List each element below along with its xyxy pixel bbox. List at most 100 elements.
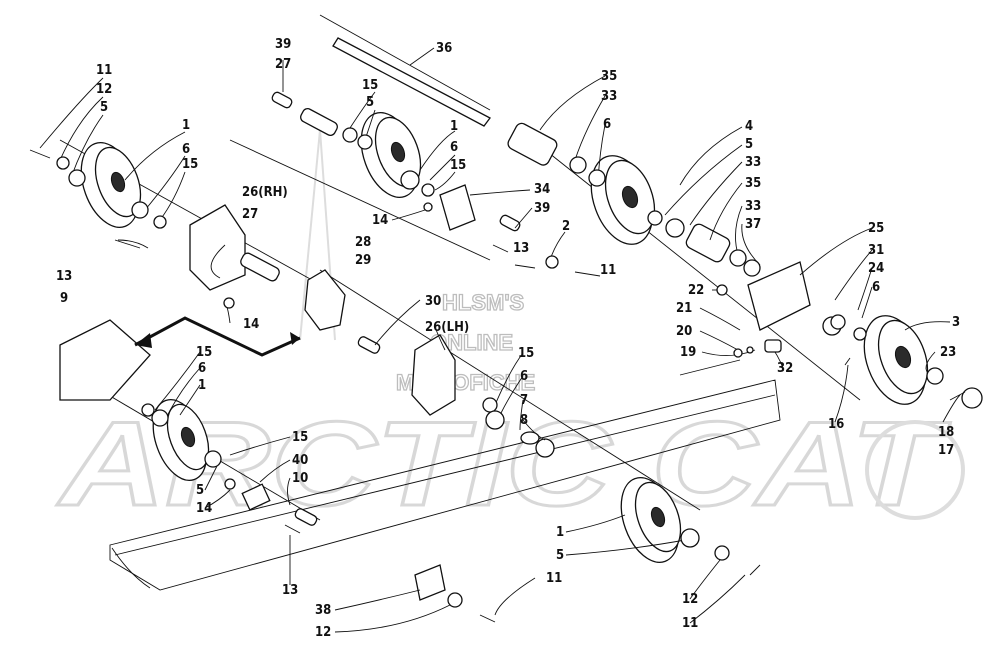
block-40 (241, 483, 271, 511)
callout-label: 33 (601, 89, 617, 104)
spacer-30 (357, 336, 381, 354)
bracket-28 (304, 269, 346, 331)
callout-label: 29 (355, 253, 371, 268)
callout-label: 2 (562, 219, 570, 234)
callout-label: 33 (745, 155, 761, 170)
callout-label: 15 (362, 78, 378, 93)
callout-label: 15 (182, 157, 198, 172)
callout-label: 40 (292, 453, 308, 468)
callout-label: 12 (682, 592, 698, 607)
callout-label: 15 (196, 345, 212, 360)
spacer-35a (507, 122, 558, 166)
callout-label: 13 (513, 241, 529, 256)
callout-label: 18 (938, 425, 954, 440)
slide-rail (109, 379, 781, 591)
callout-label: 5 (745, 137, 753, 152)
callout-label: 34 (534, 182, 550, 197)
callout-label: 15 (518, 346, 534, 361)
callout-label: 39 (534, 201, 550, 216)
callout-label: 26(RH) (242, 185, 288, 200)
callout-label: 7 (520, 393, 528, 408)
callout-label: 14 (196, 501, 212, 516)
bracket-9 (59, 319, 151, 401)
reference-arrow (134, 316, 301, 357)
callout-label: 1 (198, 378, 206, 393)
callout-label: 10 (292, 471, 308, 486)
callout-label: 28 (355, 235, 371, 250)
callout-label: 22 (688, 283, 704, 298)
idler-wheel-rear (863, 315, 929, 405)
watermark-line1: HLSM'S (442, 290, 524, 315)
bearing-8 (535, 438, 555, 458)
callout-label: 11 (682, 616, 698, 631)
callout-label: 1 (182, 118, 190, 133)
callout-label: 6 (603, 117, 611, 132)
callout-label: 1 (556, 525, 564, 540)
block-34 (439, 184, 476, 231)
callout-label: 30 (425, 294, 441, 309)
callout-label: 35 (745, 176, 761, 191)
callout-label: 12 (315, 625, 331, 640)
callout-label: 6 (198, 361, 206, 376)
spacer-39a (271, 91, 293, 109)
callout-label: 11 (600, 263, 616, 278)
callout-label: 13 (56, 269, 72, 284)
callout-label: 37 (745, 217, 761, 232)
callout-labels: 11 12 5 1 6 15 26(RH) 27 13 9 14 39 27 1… (56, 37, 960, 640)
callout-label: 8 (520, 413, 528, 428)
callout-label: 6 (182, 142, 190, 157)
callout-label: 16 (828, 417, 844, 432)
idler-wheel-upper-right (590, 155, 656, 245)
pivot-arm-26rh (189, 204, 246, 291)
callout-label: 12 (96, 82, 112, 97)
spacer-27a (240, 252, 280, 282)
callout-label: 21 (676, 301, 692, 316)
callout-label: 14 (243, 317, 259, 332)
callout-label: 5 (556, 548, 564, 563)
hardware (29, 127, 983, 623)
callout-label: 26(LH) (425, 320, 469, 335)
callout-label: 38 (315, 603, 331, 618)
pivot-arm-26lh (411, 334, 456, 416)
spacer-27b (300, 108, 338, 136)
axle-shaft-36 (332, 37, 491, 127)
callout-label: 1 (450, 119, 458, 134)
callout-label: 19 (680, 345, 696, 360)
callout-label: 5 (366, 95, 374, 110)
callout-label: 15 (292, 430, 308, 445)
callout-label: 11 (546, 571, 562, 586)
callout-label: 35 (601, 69, 617, 84)
callout-label: 31 (868, 243, 884, 258)
callout-label: 24 (868, 261, 884, 276)
idler-wheel-upper-left (80, 142, 142, 228)
callout-label: 23 (940, 345, 956, 360)
callout-label: 27 (242, 207, 258, 222)
idler-wheel-upper-center (360, 112, 422, 198)
spacer-35b (685, 223, 731, 263)
callout-label: 9 (60, 291, 68, 306)
callout-label: 13 (282, 583, 298, 598)
callout-label: 5 (196, 483, 204, 498)
spacer-39b (499, 214, 521, 232)
callout-label: 6 (872, 280, 880, 295)
callout-label: 6 (450, 140, 458, 155)
plate-25 (747, 261, 811, 331)
callout-label: 27 (275, 57, 291, 72)
callout-label: 25 (868, 221, 884, 236)
spacer-10 (294, 508, 318, 526)
callout-label: 11 (96, 63, 112, 78)
leader-lines (39, 47, 961, 633)
block-38 (414, 564, 446, 601)
callout-label: 39 (275, 37, 291, 52)
idler-wheel-lower-center (620, 477, 682, 563)
callout-label: 17 (938, 443, 954, 458)
callout-label: 3 (952, 315, 960, 330)
callout-label: 5 (100, 100, 108, 115)
callout-label: 6 (520, 369, 528, 384)
callout-label: 32 (777, 361, 793, 376)
callout-label: 14 (372, 213, 388, 228)
callout-label: 36 (436, 41, 452, 56)
callout-label: 15 (450, 158, 466, 173)
callout-label: 33 (745, 199, 761, 214)
